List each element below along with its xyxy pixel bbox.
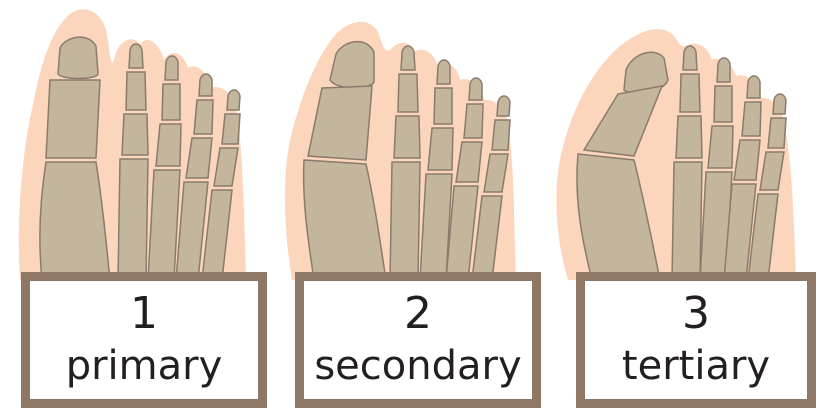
stage-3-foot-illustration — [548, 0, 823, 280]
stage-3-number: 3 — [682, 290, 710, 338]
stage-2-number: 2 — [404, 290, 432, 338]
stage-3-panel: 3 tertiary — [548, 0, 823, 412]
stage-2-label-box: 2 secondary — [295, 272, 541, 408]
stage-2-label: secondary — [314, 342, 521, 390]
stage-1-panel: 1 primary — [0, 0, 274, 412]
stage-1-label-box: 1 primary — [21, 272, 267, 408]
stage-2-panel: 2 secondary — [274, 0, 548, 412]
stage-1-label: primary — [66, 342, 223, 390]
stage-1-number: 1 — [130, 290, 158, 338]
stage-2-foot-illustration — [274, 0, 548, 280]
stage-3-label-box: 3 tertiary — [576, 272, 816, 408]
stage-1-foot-illustration — [0, 0, 274, 280]
stage-3-label: tertiary — [622, 342, 770, 390]
